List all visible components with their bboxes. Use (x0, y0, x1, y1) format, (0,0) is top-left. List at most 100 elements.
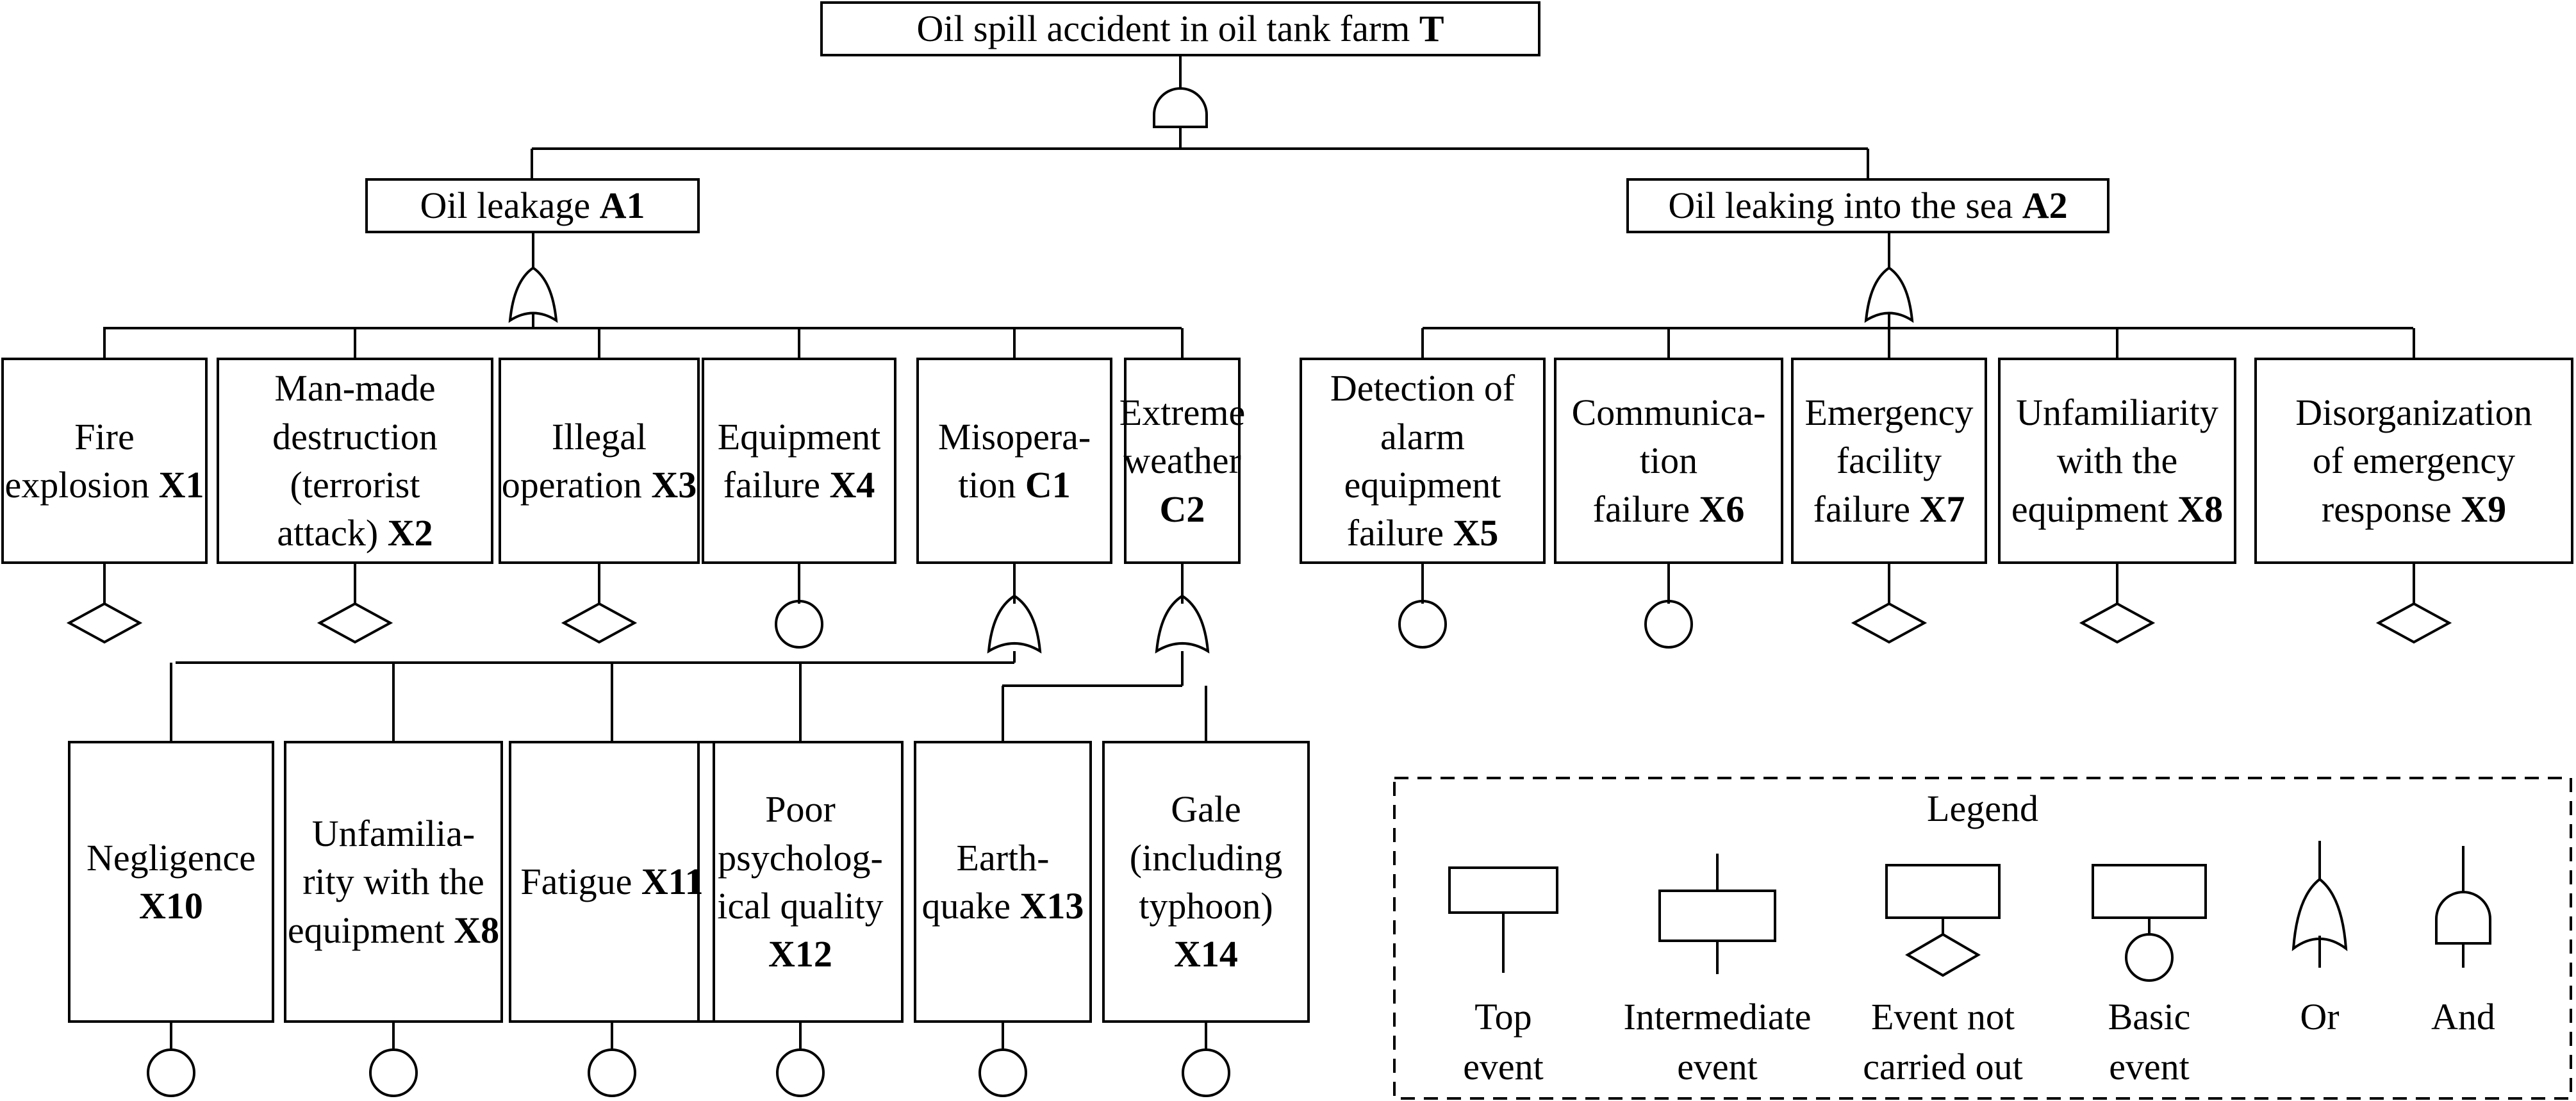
event-x4-text: Equipment failure X4 (718, 413, 881, 509)
event-c2-code: C2 (1159, 488, 1205, 530)
event-c1: Misopera- tion C1 (918, 359, 1111, 563)
event-x9: Disorganization of emergency response X9 (2256, 359, 2572, 563)
event-not-carried-out-icon (1851, 602, 1928, 644)
event-x14-text: Gale (including typhoon) X14 (1103, 785, 1309, 979)
event-x2-text: Man-made destruction (terrorist attack) … (272, 364, 438, 558)
event-x4: Equipment failure X4 (703, 359, 895, 563)
event-c1-title: Misopera- tion (937, 415, 1091, 506)
event-x13: Earth- quake X13 (915, 742, 1091, 1022)
legend-label-event-not-carried-out: Event not carried out (1863, 996, 2023, 1088)
or-gate-icon (1155, 594, 1210, 654)
event-x11: Fatigue X11 (510, 742, 714, 1022)
event-x12-title: Poor psycholog- ical quality (717, 788, 884, 927)
event-x1-text: Fire explosion X1 (5, 413, 204, 509)
event-x4-code: X4 (829, 464, 875, 506)
event-x6-title: Communica- tion failure (1571, 391, 1766, 530)
event-x8a-title: Unfamiliarity with the equipment (2011, 391, 2218, 530)
event-x4-title: Equipment failure (717, 415, 881, 506)
intermediate-event-a1-code: A1 (599, 185, 645, 227)
event-x7-code: X7 (1919, 488, 1965, 530)
top-event-title: Oil spill accident in oil tank farm (916, 8, 1410, 50)
basic-event-icon (369, 1048, 418, 1097)
event-x10-code: X10 (139, 885, 203, 927)
basic-event-icon (1398, 600, 1447, 649)
event-x5-title: Detection of alarm equipment failure (1330, 367, 1515, 554)
event-x12-text: Poor psycholog- ical quality X12 (698, 785, 902, 979)
legend-title: Legend (1927, 788, 2038, 829)
intermediate-event-a2-text: Oil leaking into the sea A2 (1668, 181, 2067, 229)
intermediate-event-a2-title: Oil leaking into the sea (1668, 185, 2013, 227)
legend-label-top-event: Top event (1463, 996, 1544, 1088)
event-x8a-text: Unfamiliarity with the equipment X8 (2011, 388, 2223, 533)
basic-event-icon (147, 1048, 195, 1097)
legend-label-and-gate: And (2431, 996, 2495, 1038)
event-not-carried-out-icon (317, 602, 393, 644)
basic-event-icon (588, 1048, 636, 1097)
event-x7-title: Emergency facility failure (1804, 391, 1974, 530)
event-x7-text: Emergency facility failure X7 (1804, 388, 1973, 533)
event-c2: Extreme weather C2 (1119, 359, 1245, 563)
event-x11-title: Fatigue (520, 861, 632, 903)
event-c1-code: C1 (1025, 464, 1071, 506)
event-x3-code: X3 (651, 464, 697, 506)
and-gate-icon (2435, 891, 2491, 945)
event-x3-text: Illegal operation X3 (502, 413, 697, 509)
event-x8b-text: Unfamilia- rity with the equipment X8 (288, 809, 499, 954)
event-x5: Detection of alarm equipment failure X5 (1301, 359, 1544, 563)
legend-label-or-gate: Or (2300, 996, 2340, 1038)
event-x8b-title: Unfamilia- rity with the equipment (287, 812, 484, 951)
event-not-carried-out-icon (66, 602, 143, 644)
event-not-carried-out-icon (561, 602, 638, 644)
intermediate-event-a2: Oil leaking into the sea A2 (1628, 179, 2108, 232)
event-x2: Man-made destruction (terrorist attack) … (218, 359, 492, 563)
event-x1-title: Fire explosion (4, 415, 150, 506)
event-x6-text: Communica- tion failure X6 (1572, 388, 1766, 533)
event-x2-code: X2 (387, 512, 433, 554)
event-x5-text: Detection of alarm equipment failure X5 (1330, 364, 1515, 558)
event-box-icon (2092, 864, 2207, 919)
intermediate-event-box (1626, 178, 2110, 233)
basic-event-icon (2125, 933, 2174, 982)
or-gate-icon (508, 266, 558, 323)
event-x11-code: X11 (641, 861, 704, 903)
event-x1: Fire explosion X1 (3, 359, 206, 563)
event-c1-text: Misopera- tion C1 (938, 413, 1091, 509)
or-gate-icon (1864, 266, 1914, 323)
top-event: Oil spill accident in oil tank farm T (822, 3, 1539, 55)
basic-event-icon (1182, 1048, 1230, 1097)
event-x14-code: X14 (1174, 933, 1238, 975)
event-x10-title: Negligence (86, 836, 256, 879)
legend-label-intermediate-event: Intermediate event (1623, 996, 1812, 1088)
basic-event-icon (776, 1048, 825, 1097)
event-x10: Negligence X10 (69, 742, 273, 1022)
basic-event-icon (775, 600, 823, 649)
event-not-carried-out-icon (2079, 602, 2156, 644)
event-x10-text: Negligence X10 (69, 834, 273, 931)
event-x9-title: Disorganization of emergency response (2295, 391, 2532, 530)
event-x14: Gale (including typhoon) X14 (1103, 742, 1309, 1022)
top-event-text: Oil spill accident in oil tank farm T (916, 4, 1444, 53)
basic-event-icon (1644, 600, 1693, 649)
legend-label-basic-event: Basic event (2108, 996, 2191, 1088)
event-x14-title: Gale (including typhoon) (1129, 788, 1283, 927)
event-x12-code: X12 (768, 933, 832, 975)
event-x9-text: Disorganization of emergency response X9 (2295, 388, 2532, 533)
event-not-carried-out-icon (2375, 602, 2452, 644)
event-x3-title: Illegal operation (501, 415, 647, 506)
event-x7: Emergency facility failure X7 (1792, 359, 1986, 563)
event-x8a: Unfamiliarity with the equipment X8 (1999, 359, 2235, 563)
event-x9-code: X9 (2461, 488, 2507, 530)
event-x2-title: Man-made destruction (terrorist attack) (272, 367, 438, 554)
event-c2-text: Extreme weather C2 (1119, 388, 1245, 533)
or-gate-icon (987, 594, 1042, 654)
event-x13-title: Earth- quake (921, 836, 1050, 927)
event-x8b: Unfamilia- rity with the equipment X8 (285, 742, 502, 1022)
event-not-carried-out-icon (1905, 932, 1981, 977)
event-x8a-code: X8 (2177, 488, 2224, 530)
and-gate-icon (1153, 87, 1208, 128)
top-event-code: T (1419, 8, 1444, 50)
event-x12: Poor psycholog- ical quality X12 (698, 742, 902, 1022)
event-x5-code: X5 (1453, 512, 1499, 554)
intermediate-event-icon (1658, 890, 1776, 942)
